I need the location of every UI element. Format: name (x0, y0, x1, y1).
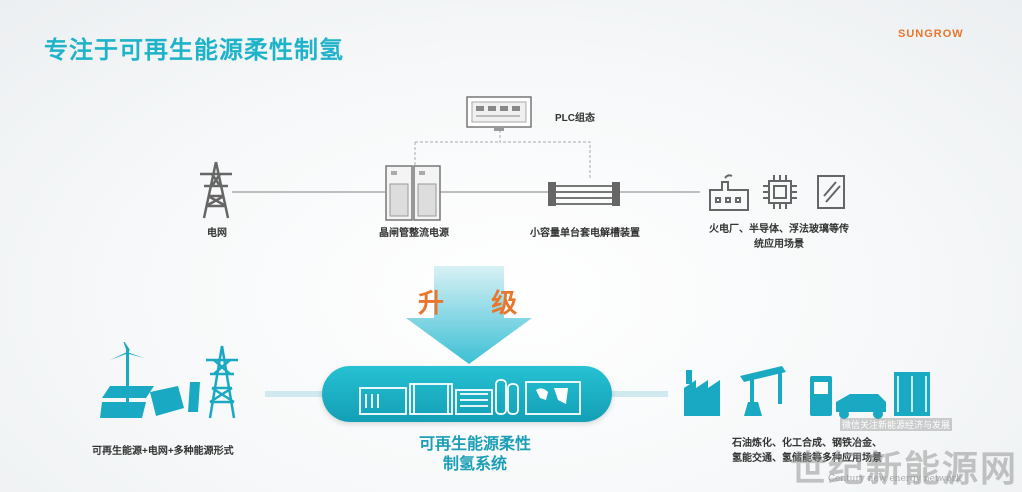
glass-panel-icon (817, 175, 845, 209)
system-label: 可再生能源柔性 制氢系统 (418, 436, 531, 473)
chip-icon (763, 175, 797, 209)
grid-label: 电网 (207, 228, 227, 239)
hydrogen-applications-icon (684, 366, 930, 419)
watermark-wechat: 微信关注新能源经济与发展 (840, 418, 953, 431)
upgrade-arrow-icon (406, 266, 532, 364)
electrolyzer-label: 小容量单台套电解槽装置 (530, 228, 640, 239)
power-tower-icon (200, 161, 232, 219)
bottom-applications-label: 石油炼化、化工合成、钢铁冶金、 氢能交通、氢储能等多种应用场景 (732, 438, 882, 464)
plc-label: PLC组态 (555, 113, 595, 124)
electrolyzer-icon (548, 182, 620, 206)
sungrow-logo: SUNGROW (898, 28, 964, 40)
renewable-sources-icon (100, 342, 238, 419)
plc-monitor-icon (466, 96, 532, 131)
system-equipment-icons (359, 379, 581, 415)
thyristor-label: 晶闸管整流电源 (379, 228, 449, 239)
watermark-logo: 世纪新能源网 (790, 448, 1019, 489)
watermark-english: Century new energy network (828, 474, 962, 484)
thyristor-cabinet-icon (385, 165, 441, 221)
page-title: 专注于可再生能源柔性制氢 (44, 37, 344, 64)
factory-icon (709, 174, 749, 211)
renewable-sources-label: 可再生能源+电网+多种能源形式 (92, 446, 234, 457)
upgrade-label: 升 级 (418, 288, 538, 318)
top-applications-label: 火电厂、半导体、浮法玻璃等传 统应用场景 (709, 224, 849, 250)
